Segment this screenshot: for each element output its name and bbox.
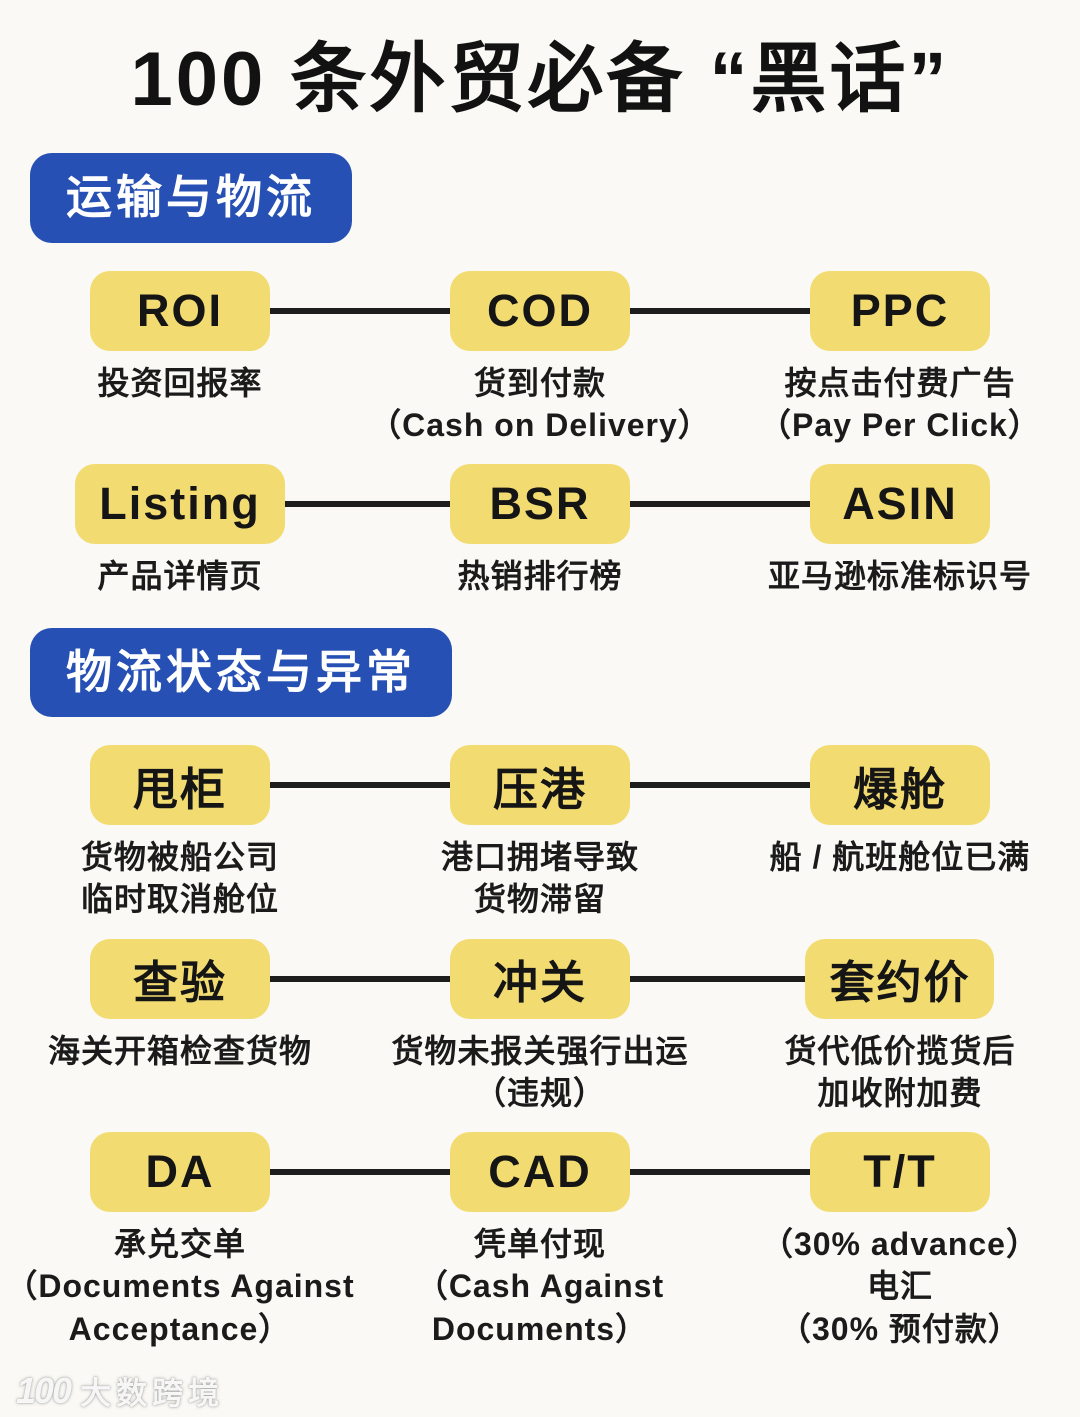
term-description: 货物未报关强行出运 （违规）: [391, 1030, 688, 1114]
term-description: 亚马逊标准标识号: [768, 555, 1032, 597]
term-description: 按点击付费广告 （Pay Per Click）: [759, 362, 1041, 446]
description-line: （Cash Against: [415, 1268, 665, 1305]
term-box: CAD: [449, 1132, 630, 1213]
term-label: COD: [486, 284, 593, 336]
description-line: 加收附加费: [817, 1074, 983, 1111]
description-line: 按点击付费广告: [784, 364, 1016, 401]
term-box: DA: [89, 1132, 270, 1213]
term-label: T/T: [863, 1146, 937, 1198]
term-label: BSR: [489, 478, 591, 530]
term-box: PPC: [809, 270, 990, 351]
description-line: （Cash on Delivery）: [369, 407, 711, 444]
term-box: Listing: [75, 464, 285, 545]
term-description: 货到付款 （Cash on Delivery）: [369, 362, 711, 446]
term-cell: 冲关货物未报关强行出运 （违规）: [360, 938, 720, 1114]
watermark: 100 大数跨境: [16, 1368, 224, 1413]
description-line: 船 / 航班舱位已满: [769, 839, 1031, 876]
description-line: 货物滞留: [473, 881, 606, 918]
description-line: 投资回报率: [97, 364, 263, 401]
term-box: ROI: [89, 270, 270, 351]
description-line: （Documents Against: [5, 1268, 355, 1305]
description-line: 港口拥堵导致: [440, 839, 639, 876]
term-row: 查验海关开箱检查货物 冲关货物未报关强行出运 （违规） 套约价货代低价揽货后加收附加费: [0, 938, 1080, 1114]
description-line: 热销排行榜: [457, 558, 623, 595]
description-line: Acceptance）: [68, 1310, 292, 1347]
description-line: 承兑交单: [113, 1226, 246, 1263]
term-box: COD: [449, 270, 630, 351]
description-line: （Pay Per Click）: [759, 407, 1041, 444]
term-row: 甩柜货物被船公司临时取消舱位压港港口拥堵导致货物滞留爆舱船 / 航班舱位已满: [0, 745, 1080, 920]
description-line: 临时取消舱位: [80, 881, 279, 918]
term-label: 查验: [132, 957, 227, 1009]
term-description: 产品详情页: [97, 555, 262, 597]
term-label: Listing: [99, 478, 261, 530]
term-cell: ASIN 亚马逊标准标识号: [720, 464, 1080, 597]
term-row: Listing 产品详情页 BSR 热销排行榜 ASIN 亚马逊标准标识号: [0, 464, 1080, 597]
term-description: 海关开箱检查货物: [48, 1030, 312, 1072]
term-label: 爆舱: [852, 763, 947, 815]
term-cell: 套约价货代低价揽货后加收附加费: [720, 938, 1080, 1114]
description-line: （30% 预付款）: [778, 1310, 1021, 1347]
term-label: ROI: [136, 284, 223, 336]
term-description: 热销排行榜: [457, 555, 622, 597]
term-cell: 爆舱船 / 航班舱位已满: [720, 745, 1080, 920]
description-line: 货物被船公司: [80, 839, 279, 876]
term-cell: 压港港口拥堵导致货物滞留: [360, 745, 720, 920]
term-box: 套约价: [805, 938, 995, 1019]
term-description: 货物被船公司临时取消舱位: [81, 836, 279, 920]
term-label: ASIN: [842, 478, 958, 530]
term-cell: BSR 热销排行榜: [360, 464, 720, 597]
term-label: PPC: [850, 284, 950, 336]
term-box: 爆舱: [809, 745, 990, 826]
term-label: CAD: [488, 1146, 592, 1198]
description-line: 凭单付现: [473, 1226, 606, 1263]
term-cell: PPC 按点击付费广告 （Pay Per Click）: [720, 270, 1080, 446]
description-line: 货代低价揽货后: [784, 1032, 1016, 1069]
term-label: 压港: [492, 763, 587, 815]
term-description: 货代低价揽货后加收附加费: [784, 1030, 1015, 1114]
section-header: 运输与物流: [30, 153, 352, 243]
term-box: 压港: [449, 745, 630, 826]
description-line: 电汇: [866, 1268, 933, 1305]
section-header: 物流状态与异常: [30, 627, 452, 718]
description-line: （30% advance）: [760, 1226, 1039, 1263]
term-label: DA: [145, 1146, 215, 1198]
term-box: BSR: [449, 464, 630, 545]
description-line: 货物未报关强行出运: [391, 1032, 689, 1069]
term-description: 港口拥堵导致货物滞留: [441, 836, 639, 920]
description-line: 亚马逊标准标识号: [767, 558, 1032, 595]
watermark-100-logo-icon: 100: [16, 1369, 72, 1411]
term-description: 船 / 航班舱位已满: [770, 836, 1031, 878]
term-cell: COD 货到付款 （Cash on Delivery）: [360, 270, 720, 446]
term-box: 查验: [89, 938, 270, 1019]
term-cell: ROI 投资回报率: [0, 270, 360, 446]
description-line: 产品详情页: [97, 558, 263, 595]
description-line: 海关开箱检查货物: [47, 1032, 312, 1069]
description-line: Documents）: [431, 1310, 649, 1347]
term-box: 冲关: [449, 938, 630, 1019]
term-box: 甩柜: [89, 745, 270, 826]
watermark-brand-text: 大数跨境: [80, 1376, 225, 1411]
description-line: （违规）: [473, 1074, 606, 1111]
term-label: 套约价: [829, 957, 971, 1009]
term-box: T/T: [809, 1132, 990, 1213]
term-cell: T/T （30% advance） 电汇 （30% 预付款）: [720, 1132, 1080, 1350]
term-label: 甩柜: [132, 763, 227, 815]
term-description: （30% advance） 电汇 （30% 预付款）: [761, 1223, 1039, 1350]
term-cell: 查验海关开箱检查货物: [0, 938, 360, 1114]
description-line: 货到付款: [473, 364, 606, 401]
page-title: 100 条外贸必备 “黑话”: [130, 37, 950, 122]
term-cell: Listing 产品详情页: [0, 464, 360, 597]
term-box: ASIN: [809, 464, 990, 545]
term-label: 冲关: [492, 957, 587, 1009]
term-row: ROI 投资回报率 COD 货到付款 （Cash on Delivery） PPC 按点击付…: [0, 270, 1080, 446]
term-description: 投资回报率: [97, 362, 262, 404]
term-cell: 甩柜货物被船公司临时取消舱位: [0, 745, 360, 920]
